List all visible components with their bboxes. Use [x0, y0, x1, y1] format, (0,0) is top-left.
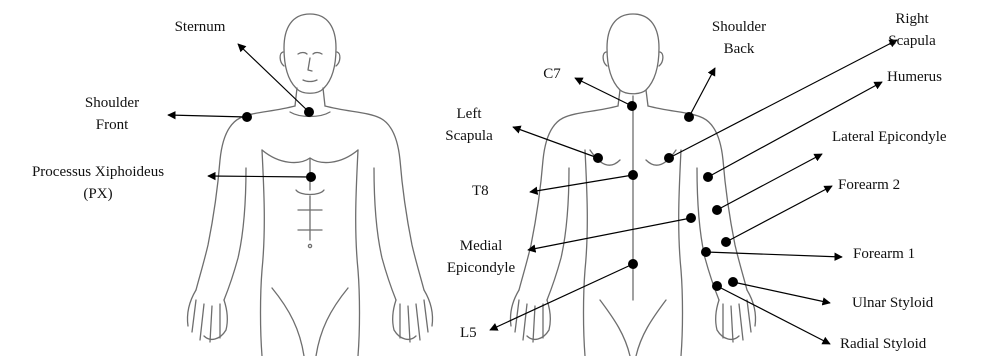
left-scapula-label: Left Scapula — [445, 103, 492, 147]
t8-label: T8 — [472, 180, 489, 202]
ulnar-styloid-label: Ulnar Styloid — [852, 292, 933, 314]
c7-marker — [627, 101, 637, 111]
left-scapula-marker — [593, 153, 603, 163]
t8-marker — [628, 170, 638, 180]
forearm1-marker — [701, 247, 711, 257]
shoulder-back-label: Shoulder Back — [712, 16, 766, 60]
humerus-label: Humerus — [887, 66, 942, 88]
shoulder-back-marker — [684, 112, 694, 122]
pointer-arrows — [168, 40, 897, 344]
forearm1-label: Forearm 1 — [853, 243, 915, 265]
lateral-epicondyle-label: Lateral Epicondyle — [832, 126, 947, 148]
processus-arrow — [208, 176, 311, 177]
l5-marker — [628, 259, 638, 269]
processus-label: Processus Xiphoideus (PX) — [32, 161, 164, 205]
sternum-label: Sternum — [175, 16, 226, 38]
lateral-epicondyle-arrow — [717, 154, 822, 210]
front-body-figure — [187, 14, 432, 356]
forearm1-arrow — [706, 252, 842, 257]
forearm2-label: Forearm 2 — [838, 174, 900, 196]
right-scapula-label: Right Scapula — [888, 8, 935, 52]
medial-epicondyle-marker — [686, 213, 696, 223]
shoulder-front-marker — [242, 112, 252, 122]
right-scapula-marker — [664, 153, 674, 163]
humerus-marker — [703, 172, 713, 182]
medial-epicondyle-label: Medial Epicondyle — [447, 235, 515, 279]
radial-styloid-marker — [712, 281, 722, 291]
radial-styloid-arrow — [717, 286, 830, 344]
shoulder-back-arrow — [689, 68, 715, 117]
medial-epicondyle-arrow — [528, 218, 691, 250]
forearm2-marker — [721, 237, 731, 247]
shoulder-front-arrow — [168, 115, 247, 117]
sternum-marker — [304, 107, 314, 117]
t8-arrow — [530, 175, 633, 192]
c7-label: C7 — [543, 63, 561, 85]
shoulder-front-label: Shoulder Front — [85, 92, 139, 136]
ulnar-styloid-marker — [728, 277, 738, 287]
forearm2-arrow — [726, 186, 832, 242]
radial-styloid-label: Radial Styloid — [840, 333, 926, 355]
lateral-epicondyle-marker — [712, 205, 722, 215]
left-scapula-arrow — [513, 127, 598, 158]
l5-label: L5 — [460, 322, 477, 344]
processus-marker — [306, 172, 316, 182]
